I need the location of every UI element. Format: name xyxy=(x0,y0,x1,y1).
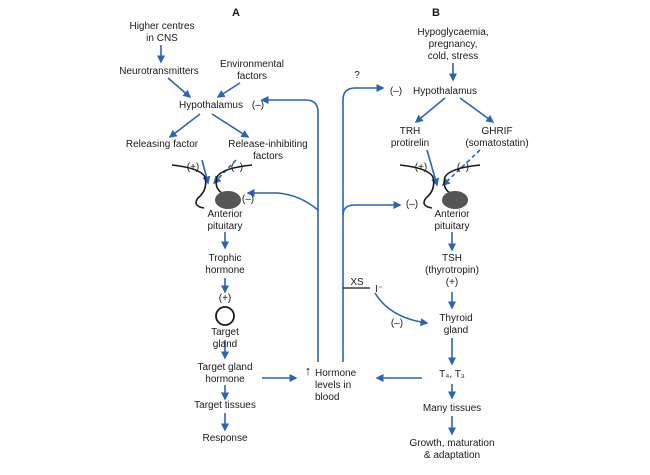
growth-maturation-label: Growth, maturation & adaptation xyxy=(409,438,495,461)
panel-b-letter: B xyxy=(432,7,440,19)
hypothalamus-a-label: Hypothalamus xyxy=(179,100,243,111)
release-inhibiting-factors-label: Release-inhibiting factors xyxy=(228,139,308,162)
inhibit-sign-b: (–) xyxy=(456,162,470,173)
trh-protirelin-label: TRH protirelin xyxy=(390,126,430,149)
arrow-ghrif-to-pituitary xyxy=(441,149,481,187)
target-tissues-label: Target tissues xyxy=(194,400,256,411)
anterior-pituitary-a-label: Anterior pituitary xyxy=(207,209,243,232)
environmental-factors-label: Environmental factors xyxy=(220,59,284,82)
iodide-label: I⁻ xyxy=(374,284,384,295)
releasing-factor-label: Releasing factor xyxy=(125,139,199,150)
stimulate-sign-b: (+) xyxy=(414,162,428,173)
pituitary-stalk-b-right xyxy=(443,164,481,194)
thyroid-inhibit-sign: (–) xyxy=(390,318,404,329)
pituitary-a-inhibit-sign: (–) xyxy=(241,194,255,205)
pituitary-b-inhibit-sign: (–) xyxy=(405,199,419,210)
feedback-blood-to-pituitary-a xyxy=(246,189,319,211)
pituitary-stalk-b xyxy=(399,164,435,209)
target-gland-circle xyxy=(215,306,235,326)
hypothalamus-b-inhibit-sign: (–) xyxy=(389,86,403,97)
stimulate-sign-a: (+) xyxy=(186,162,200,173)
tsh-thyrotropin-label: TSH (thyrotropin) (+) xyxy=(425,253,479,288)
higher-centres-label: Higher centres in CNS xyxy=(129,21,195,44)
anterior-pituitary-b-shape xyxy=(442,191,468,209)
hormone-levels-label: Hormone levels in blood xyxy=(315,368,357,403)
many-tissues-label: Many tissues xyxy=(422,403,482,414)
xs-label: XS xyxy=(350,277,364,288)
pituitary-stalk-a-right xyxy=(215,164,253,194)
arrow-hypothalamus-to-ghrif xyxy=(459,97,495,123)
arrow-iodide-to-thyroid xyxy=(374,292,429,327)
arrow-releasing-to-pituitary xyxy=(201,159,211,185)
t4-t3-label: T₄, T₃ xyxy=(439,369,465,380)
feedback-blood-to-pituitary-b xyxy=(342,201,402,216)
ghrif-somatostatin-label: GHRIF (somatostatin) xyxy=(465,126,529,149)
thyroid-gland-label: Thyroid gland xyxy=(439,313,473,336)
target-gland-hormone-label: Target gland hormone xyxy=(197,362,253,385)
trophic-stimulate-sign: (+) xyxy=(218,293,232,304)
arrow-neurotransmitters-to-hypothalamus xyxy=(167,77,192,98)
anterior-pituitary-a-shape xyxy=(215,191,241,209)
pituitary-stalk-a xyxy=(171,164,207,209)
increase-arrow-glyph: ↑ xyxy=(304,363,312,378)
arrow-hypothalamus-to-releasing xyxy=(168,113,201,138)
arrow-trh-to-pituitary xyxy=(426,149,440,187)
feedback-blood-to-hypothalamus-a xyxy=(260,96,319,362)
hypothalamus-b-label: Hypothalamus xyxy=(413,86,477,97)
inhibit-sign-a: (–) xyxy=(230,162,244,173)
trophic-hormone-label: Trophic hormone xyxy=(205,253,245,276)
response-label: Response xyxy=(202,433,248,444)
panel-a-letter: A xyxy=(232,7,240,19)
neurotransmitters-label: Neurotransmitters xyxy=(119,66,199,77)
arrow-hypothalamus-to-trh xyxy=(414,97,446,123)
feedback-blood-to-hypothalamus-b xyxy=(342,84,385,362)
hypothalamus-a-inhibit-sign: (–) xyxy=(251,100,265,111)
unknown-question-mark: ? xyxy=(354,70,360,81)
arrow-hypothalamus-to-inhibiting xyxy=(211,113,250,138)
target-gland-label: Target gland xyxy=(211,327,239,350)
arrow-environment-to-hypothalamus xyxy=(216,82,241,98)
stimuli-label: Hypoglycaemia, pregnancy, cold, stress xyxy=(417,27,489,62)
anterior-pituitary-b-label: Anterior pituitary xyxy=(434,209,470,232)
